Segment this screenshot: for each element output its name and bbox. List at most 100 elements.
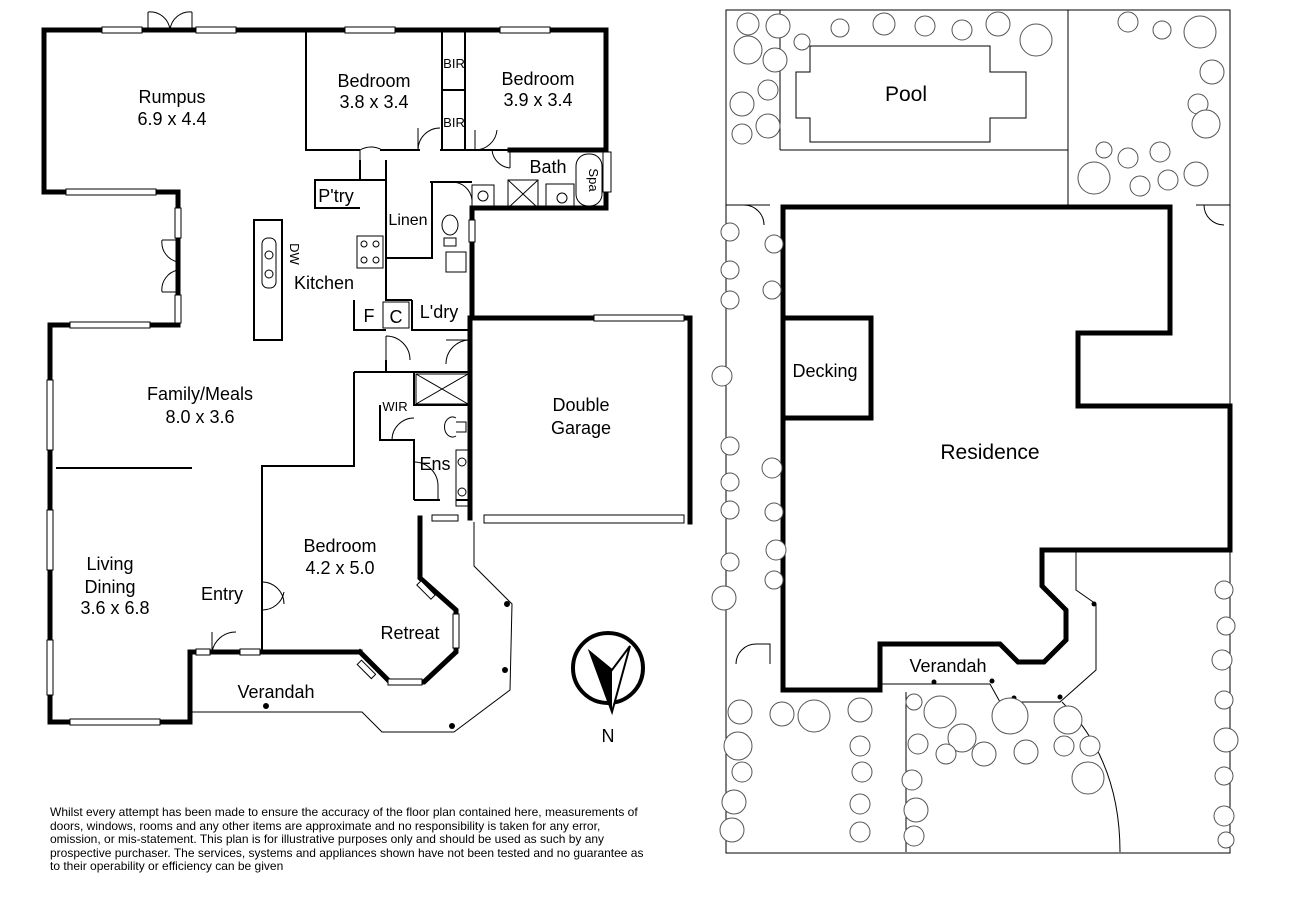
window xyxy=(46,509,54,571)
pantry-label: P'try xyxy=(318,186,353,206)
verandah-post xyxy=(504,601,510,607)
outer-wall-east-bath xyxy=(469,147,693,525)
linen-label: Linen xyxy=(388,212,427,229)
pool-label: Pool xyxy=(885,83,927,106)
decking-outline xyxy=(780,315,874,421)
bedroom-3-size: 4.2 x 5.0 xyxy=(305,558,374,578)
door-swing xyxy=(147,11,511,653)
window xyxy=(468,219,476,243)
family-meals-size: 8.0 x 3.6 xyxy=(165,407,234,427)
window xyxy=(46,379,54,451)
north-label: N xyxy=(602,726,615,746)
window xyxy=(593,314,685,322)
vanity-icon xyxy=(455,449,469,507)
decking-label: Decking xyxy=(792,361,857,381)
window xyxy=(344,26,396,34)
window xyxy=(101,26,143,34)
window xyxy=(174,207,182,239)
bedroom-2-size: 3.9 x 3.4 xyxy=(503,90,572,110)
laundry-trough-icon xyxy=(445,251,467,273)
garage-label: Double xyxy=(552,395,609,415)
toilet-icon xyxy=(444,416,467,438)
bir-1-label: BIR xyxy=(443,56,465,71)
window xyxy=(387,678,423,686)
shower-cross xyxy=(507,179,539,209)
spa-label: Spa xyxy=(586,168,601,192)
ensuite-shower-icon xyxy=(415,373,469,405)
bedroom-2-label: Bedroom xyxy=(501,69,574,89)
garden-shrubs xyxy=(711,11,1239,849)
garage-label-2: Garage xyxy=(551,418,611,438)
spa-bath-icon xyxy=(575,153,603,207)
wir-label: WIR xyxy=(382,399,407,414)
site-plan: Pool Decking Residence Verandah xyxy=(711,9,1239,854)
window xyxy=(69,321,151,329)
window xyxy=(195,26,237,34)
site-post xyxy=(989,678,995,684)
outer-wall-rumpus xyxy=(41,27,363,725)
site-post xyxy=(1057,694,1063,700)
burner-icon xyxy=(372,256,380,264)
floor-plan: Rumpus 6.9 x 4.4 Bedroom 3.8 x 3.4 Bedro… xyxy=(41,11,693,746)
fridge-label: F xyxy=(364,306,375,326)
window xyxy=(431,514,459,522)
verandah-post xyxy=(263,703,269,709)
window xyxy=(174,294,182,324)
bath-label: Bath xyxy=(529,157,566,177)
ensuite-label: Ens xyxy=(419,454,450,474)
bir-2-label: BIR xyxy=(443,115,465,130)
window xyxy=(356,659,377,680)
site-verandah-label: Verandah xyxy=(909,656,986,676)
residence-outline xyxy=(780,204,1233,693)
living-dining-size: 3.6 x 6.8 xyxy=(80,598,149,618)
kitchen-label: Kitchen xyxy=(294,273,354,293)
window xyxy=(46,639,54,696)
laundry-label: L'dry xyxy=(420,302,458,322)
dining-label: Dining xyxy=(84,577,135,597)
window xyxy=(239,648,261,656)
sink-drain-icon xyxy=(264,269,274,279)
kitchen-island xyxy=(253,219,283,341)
verandah-post xyxy=(449,723,455,729)
site-post xyxy=(931,679,937,685)
gate-swing xyxy=(735,204,1225,665)
rumpus-label: Rumpus xyxy=(138,87,205,107)
residence-label: Residence xyxy=(940,441,1039,464)
burner-icon xyxy=(360,256,368,264)
site-post xyxy=(1091,601,1097,607)
verandah-outline xyxy=(190,522,513,733)
window xyxy=(65,188,157,196)
toilet-icon xyxy=(441,214,459,247)
window xyxy=(499,26,551,34)
retreat-label: Retreat xyxy=(380,623,439,643)
dishwasher-label: DW xyxy=(287,243,302,265)
ensuite-shower-cross xyxy=(415,373,469,405)
basin-icon xyxy=(457,457,467,467)
window xyxy=(602,151,612,193)
window xyxy=(69,718,161,726)
rumpus-size: 6.9 x 4.4 xyxy=(137,109,206,129)
family-meals-label: Family/Meals xyxy=(147,384,253,404)
cooktop-icon xyxy=(356,235,384,269)
basin-icon xyxy=(556,192,568,204)
cupboard-label: C xyxy=(390,307,403,327)
cupboard-box xyxy=(382,301,410,329)
bedroom-3-label: Bedroom xyxy=(303,536,376,556)
window xyxy=(195,648,211,656)
living-label: Living xyxy=(86,554,133,574)
compass-icon xyxy=(571,631,645,716)
pool-outline xyxy=(795,45,1027,143)
bedroom-1-size: 3.8 x 3.4 xyxy=(339,92,408,112)
sink-icon xyxy=(261,237,277,289)
garage-door xyxy=(483,514,685,524)
window xyxy=(452,613,460,649)
vanity-basin-icon xyxy=(545,183,575,207)
verandah-post xyxy=(502,667,508,673)
sink-drain-icon xyxy=(264,250,274,260)
site-verandah-outline xyxy=(882,552,1097,703)
bedroom-1-label: Bedroom xyxy=(337,71,410,91)
burner-icon xyxy=(360,240,368,248)
basin-icon xyxy=(477,190,489,202)
disclaimer-text: Whilst every attempt has been made to en… xyxy=(50,805,644,873)
